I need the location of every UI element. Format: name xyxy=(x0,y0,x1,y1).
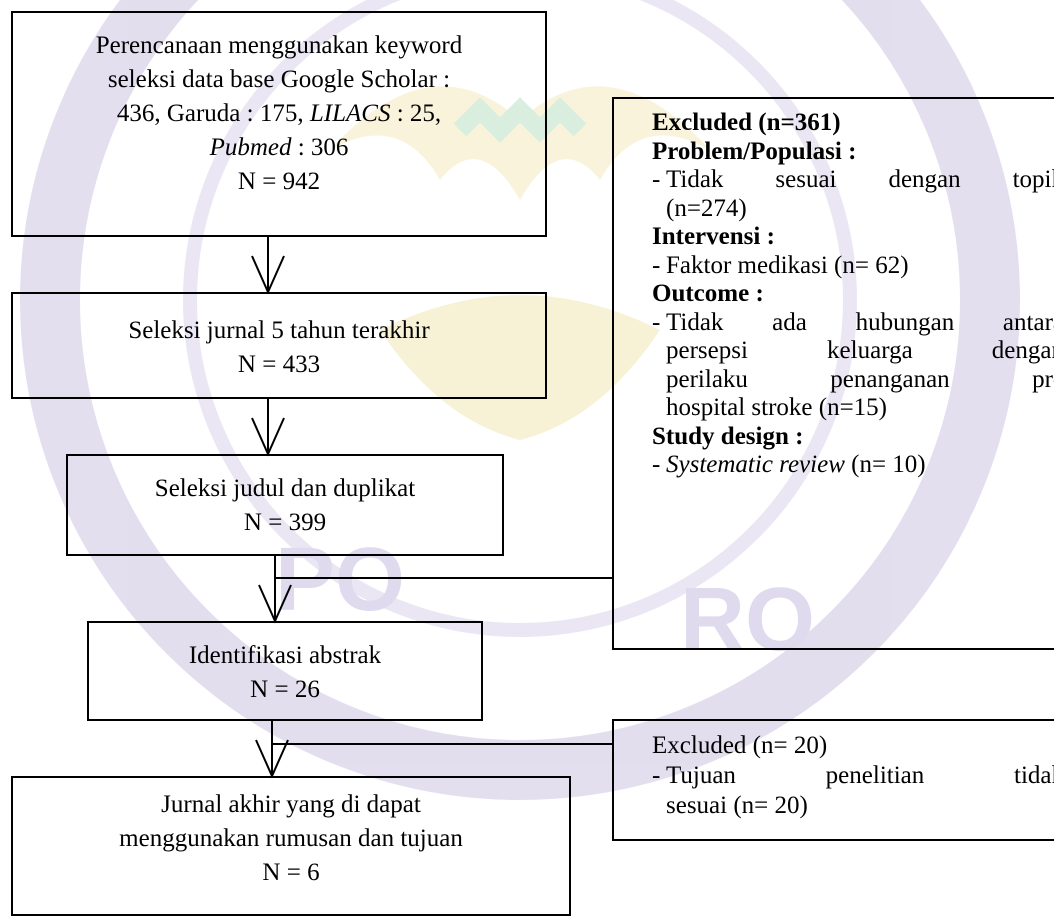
exclusion-box-1: Excluded (n=361) Problem/Populasi : - Ti… xyxy=(612,97,1054,650)
outcome-item: - Tidak ada hubungan antara persepsi kel… xyxy=(652,308,1054,422)
exclusion-2-title: Excluded (n= 20) xyxy=(652,732,828,759)
step-3-label: Seleksi judul dan duplikat xyxy=(154,475,416,502)
step-1-line-1: Perencanaan menggunakan keyword xyxy=(95,32,463,59)
step-1-line-2: seleksi data base Google Scholar : xyxy=(107,66,451,93)
step-5-box: Jurnal akhir yang di dapat menggunakan r… xyxy=(11,776,571,916)
step-1-count: N = 942 xyxy=(237,168,321,195)
step-1-line-4: Pubmed : 306 xyxy=(209,134,349,161)
exclusion-1-title: Excluded (n=361) xyxy=(652,109,841,136)
outcome-heading: Outcome : xyxy=(652,280,764,307)
design-heading: Study design : xyxy=(652,422,804,450)
step-3-box: Seleksi judul dan duplikat N = 399 xyxy=(66,454,504,556)
step-4-label: Identifikasi abstrak xyxy=(188,642,382,669)
step-5-line-1: Jurnal akhir yang di dapat xyxy=(161,791,421,818)
exclusion-2-item: - Tujuan penelitian tidak sesuai (n= 20) xyxy=(652,762,1054,819)
step-5-line-2: menggunakan rumusan dan tujuan xyxy=(119,825,463,852)
intervention-heading: Intervensi : xyxy=(652,223,775,250)
step-3-count: N = 399 xyxy=(243,509,327,536)
step-1-box: Perencanaan menggunakan keyword seleksi … xyxy=(11,11,547,237)
step-4-count: N = 26 xyxy=(250,676,320,703)
design-item: - Systematic review (n= 10) xyxy=(652,451,926,478)
exclusion-box-2: Excluded (n= 20) - Tujuan penelitian tid… xyxy=(612,719,1054,841)
step-2-box: Seleksi jurnal 5 tahun terakhir N = 433 xyxy=(11,292,547,399)
step-4-box: Identifikasi abstrak N = 26 xyxy=(87,621,483,721)
step-1-line-3: 436, Garuda : 175, LILACS : 25, xyxy=(116,100,442,127)
step-2-count: N = 433 xyxy=(237,351,321,378)
problem-item: - Tidak sesuai dengan topik (n=274) xyxy=(652,166,1054,222)
step-2-label: Seleksi jurnal 5 tahun terakhir xyxy=(128,317,430,344)
step-5-count: N = 6 xyxy=(262,859,320,886)
intervention-item: - Faktor medikasi (n= 62) xyxy=(652,251,909,279)
problem-heading: Problem/Populasi : xyxy=(652,137,857,165)
